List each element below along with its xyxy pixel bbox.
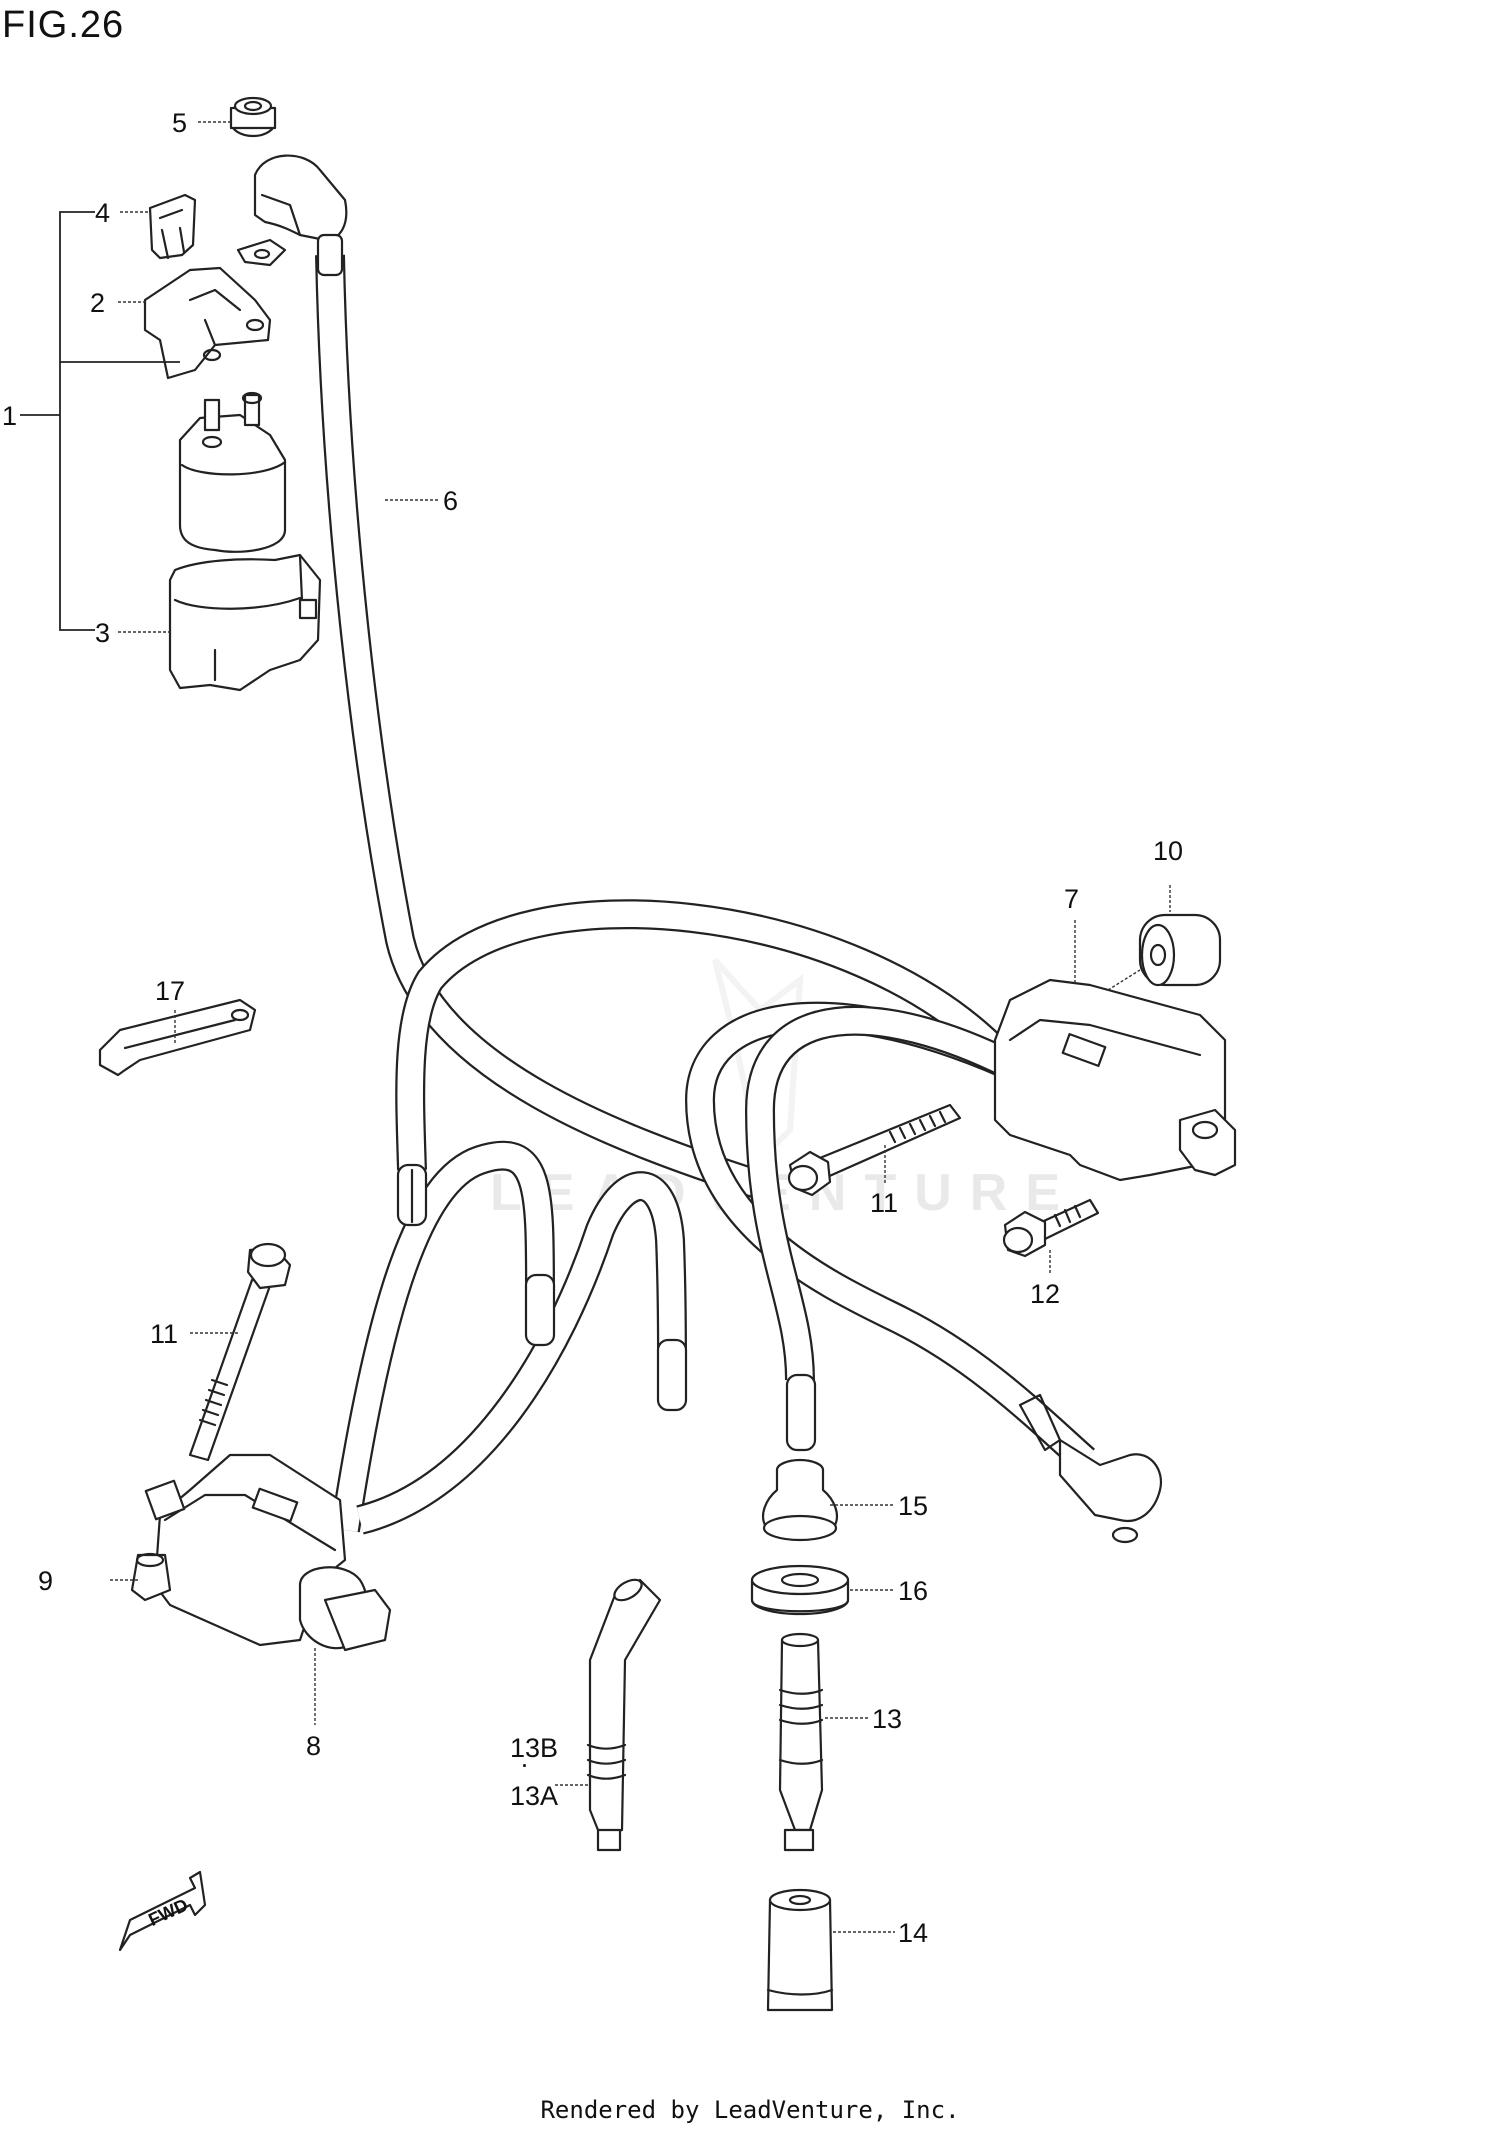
callout-16: 16	[898, 1576, 928, 1606]
ignition-cables	[315, 254, 1095, 1535]
part-9-cap	[130, 1552, 172, 1602]
part-13-plug-cap	[778, 1632, 824, 1852]
part-14-boot	[766, 1888, 834, 2012]
fwd-label: FWD	[145, 1895, 191, 1930]
callout-13b: 13B	[510, 1733, 558, 1763]
part-11-bolt-upper	[787, 1103, 962, 1197]
callout-13a: 13A	[510, 1781, 558, 1811]
part-5-nut	[229, 96, 277, 138]
callout-17: 17	[155, 976, 185, 1006]
callout-15: 15	[898, 1491, 928, 1521]
callout-11-upper: 11	[870, 1188, 898, 1218]
callout-4: 4	[95, 198, 110, 228]
callout-2: 2	[90, 288, 105, 318]
part-10-cap	[1138, 913, 1222, 987]
callout-7: 7	[1064, 884, 1079, 914]
callout-12: 12	[1030, 1279, 1060, 1309]
watermark: LEADVENTURE	[490, 1164, 1078, 1222]
plug-cap-right	[1018, 1393, 1163, 1544]
terminal-cap	[236, 154, 348, 277]
figure-title: FIG.26	[2, 4, 125, 46]
part-11-bolt-lower	[188, 1242, 292, 1462]
part-13a-13b-plug-cap	[586, 1578, 662, 1852]
callout-13-separator: ·	[520, 1749, 529, 1779]
part-1-starter-relay	[178, 391, 287, 553]
leader-lines	[110, 121, 1171, 1933]
callout-5: 5	[172, 108, 187, 138]
callout-3: 3	[95, 618, 110, 648]
part-15-grommet	[761, 1458, 839, 1542]
part-16-seal	[750, 1564, 850, 1616]
part-17-clamp	[98, 998, 257, 1077]
cable-ends	[396, 1163, 817, 1452]
callout-13: 13	[872, 1704, 902, 1734]
callout-14: 14	[898, 1918, 928, 1948]
part-3-relay-holder	[168, 553, 322, 692]
callout-6: 6	[443, 486, 458, 516]
part-12-bolt	[1002, 1198, 1100, 1258]
part-4-fuse	[148, 193, 197, 260]
callout-8: 8	[306, 1731, 321, 1761]
part-7-ignition-coil	[993, 978, 1237, 1182]
footer-credit: Rendered by LeadVenture, Inc.	[540, 2096, 960, 2124]
fwd-arrow-icon: FWD	[118, 1870, 207, 1952]
callout-10: 10	[1153, 836, 1183, 866]
callout-11-lower: 11	[150, 1319, 178, 1349]
callout-1: 1	[2, 401, 17, 431]
part-8-ignition-coil	[144, 1453, 392, 1652]
callout-9: 9	[38, 1566, 53, 1596]
part-2-relay-cover	[143, 266, 272, 380]
callout-labels: 1 2 3 4 5 6 7 8 9 10 11 11 12 13 13A 13B…	[2, 108, 1183, 1948]
group-bracket	[20, 211, 180, 631]
